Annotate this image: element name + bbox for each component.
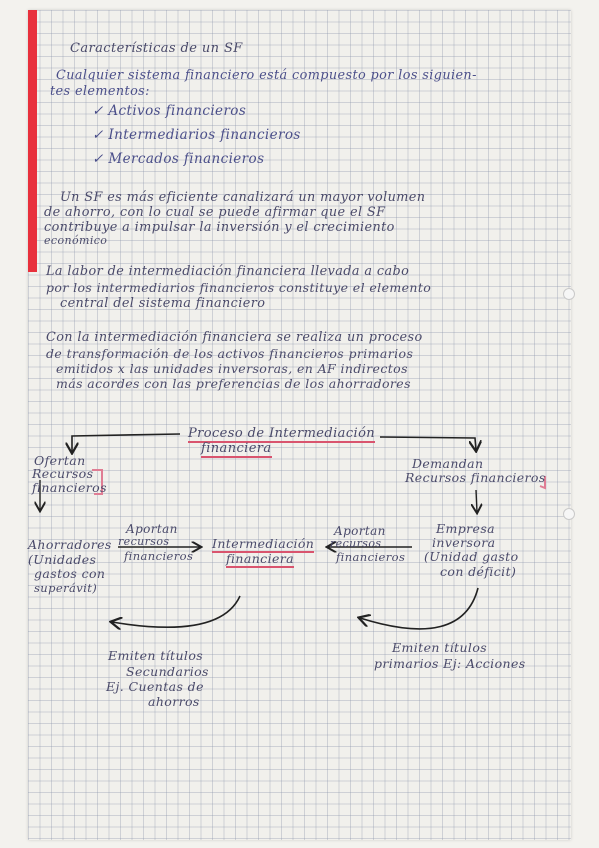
list-item: ✓ Intermediarios financieros: [92, 127, 301, 143]
empresa-line: (Unidad gasto: [424, 549, 519, 564]
ahorradores-line: (Unidades: [28, 552, 97, 567]
paragraph-3-line: de transformación de los activos financi…: [46, 346, 414, 361]
paragraph-1-line: contribuye a impulsar la inversión y el …: [44, 220, 395, 235]
paragraph-2-line: por los intermediarios financieros const…: [46, 280, 432, 295]
intro-line-1: Cualquier sistema financiero está compue…: [56, 68, 477, 83]
paragraph-3-line: más acordes con las preferencias de los …: [56, 376, 411, 391]
list-item: ✓ Activos financieros: [92, 103, 247, 119]
paragraph-2-line: La labor de intermediación financiera ll…: [46, 264, 410, 279]
paragraph-3-line: Con la intermediación financiera se real…: [46, 330, 423, 345]
aportan-right-line: recursos: [330, 537, 382, 550]
process-title: Proceso de Intermediación: [188, 426, 376, 443]
paragraph-1-line: Un SF es más eficiente canalizará un may…: [60, 190, 426, 205]
ofertan-line: Ofertan: [34, 453, 86, 468]
emiten-primarios-line: Emiten títulos: [392, 640, 488, 655]
empresa-line: con déficit): [440, 564, 517, 579]
aportan-left-line: financieros: [124, 549, 194, 563]
aportan-right-line: Aportan: [334, 524, 386, 538]
aportan-left-line: Aportan: [126, 522, 178, 536]
emiten-secundarios-line: Secundarios: [126, 664, 209, 679]
paragraph-1-line: de ahorro, con lo cual se puede afirmar …: [44, 205, 386, 220]
intermediacion-box-2: financiera: [226, 551, 295, 568]
ahorradores-line: Ahorradores: [28, 537, 112, 552]
notebook-page: [28, 10, 571, 840]
emiten-secundarios-line: Emiten títulos: [108, 648, 204, 663]
aportan-right-line: financieros: [336, 550, 406, 564]
intro-line-2: tes elementos:: [50, 84, 150, 99]
paragraph-3-line: emitidos x las unidades inversoras, en A…: [56, 361, 408, 376]
ofertan-line: Recursos: [32, 466, 94, 481]
demandan-line: Demandan: [412, 456, 484, 471]
demandan-line: Recursos financieros: [405, 470, 546, 485]
empresa-line: Empresa: [436, 521, 496, 536]
ahorradores-line: superávit): [34, 581, 98, 595]
list-item: ✓ Mercados financieros: [92, 151, 265, 167]
red-margin-line: [28, 10, 37, 272]
emiten-secundarios-line: ahorros: [148, 694, 200, 709]
paragraph-1-line: económico: [44, 234, 108, 247]
page-title: Características de un SF: [70, 41, 243, 56]
paragraph-2-line: central del sistema financiero: [60, 296, 266, 311]
process-title-2: financiera: [201, 441, 272, 458]
empresa-line: inversora: [432, 535, 496, 550]
emiten-primarios-line: primarios Ej: Acciones: [374, 656, 526, 671]
binder-hole: [563, 508, 575, 520]
ofertan-line: financieros: [32, 480, 107, 495]
binder-hole: [563, 288, 575, 300]
ahorradores-line: gastos con: [34, 566, 106, 581]
intermediacion-box: Intermediación: [212, 536, 315, 553]
emiten-secundarios-line: Ej. Cuentas de: [106, 679, 204, 694]
aportan-left-line: recursos: [118, 535, 170, 548]
